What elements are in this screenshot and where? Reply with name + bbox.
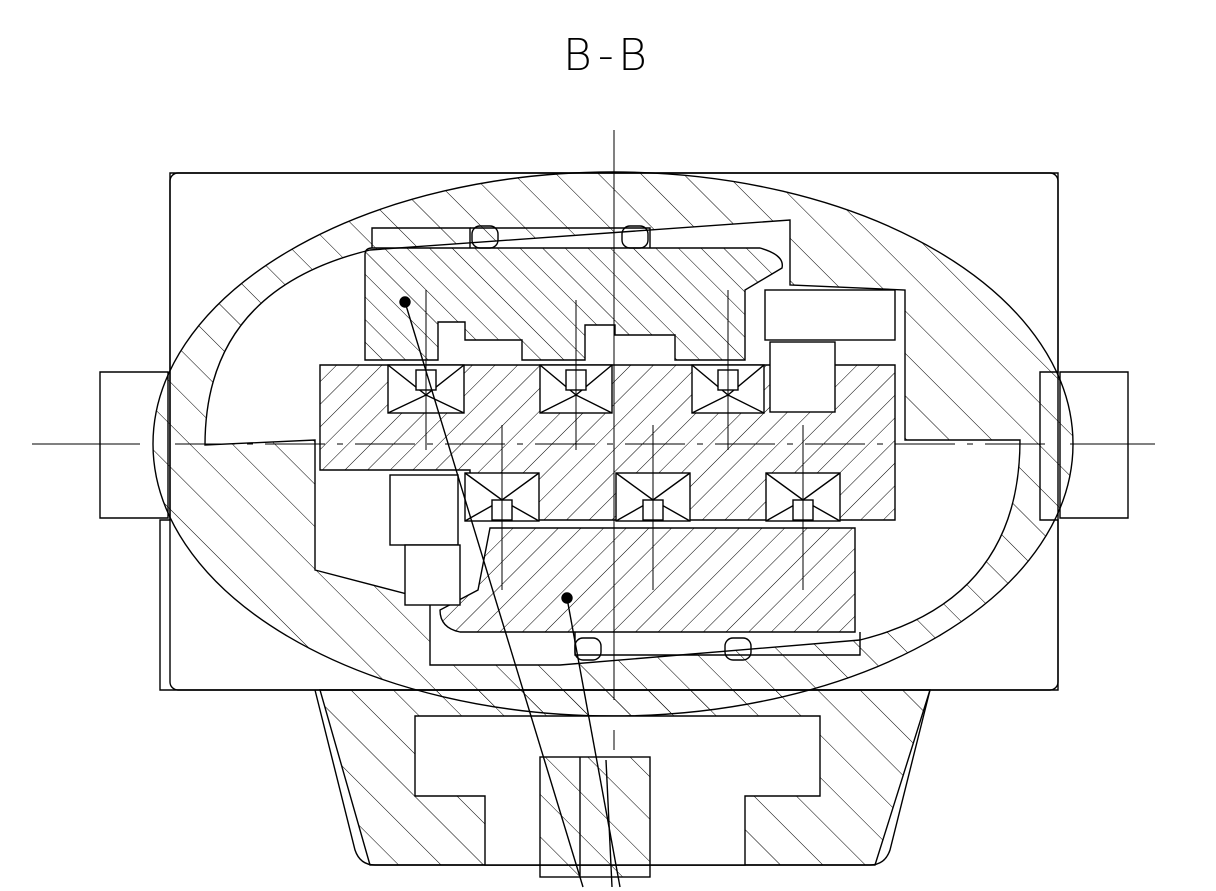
lower-tab-right <box>724 637 752 661</box>
upper-cap <box>371 227 471 248</box>
left-boss <box>99 371 169 519</box>
right-pad <box>769 341 836 413</box>
upper-tab-right <box>621 225 649 249</box>
lower-block <box>439 527 856 633</box>
bottom-insert <box>539 756 651 878</box>
upper-tab-left <box>471 225 499 249</box>
leader-line-1 <box>404 301 584 888</box>
leader-dot-lower <box>561 592 573 604</box>
leader-line-2 <box>566 597 621 888</box>
right-upper-recess <box>764 289 896 341</box>
lower-tab-left <box>574 637 602 661</box>
leader-line-3 <box>605 759 613 888</box>
section-title: B-B <box>563 30 653 81</box>
leader-dot-upper <box>399 296 411 308</box>
upper-block <box>364 247 784 361</box>
left-pad <box>389 474 459 546</box>
upper-cap-right <box>470 227 651 248</box>
left-lower-recess <box>404 544 461 606</box>
